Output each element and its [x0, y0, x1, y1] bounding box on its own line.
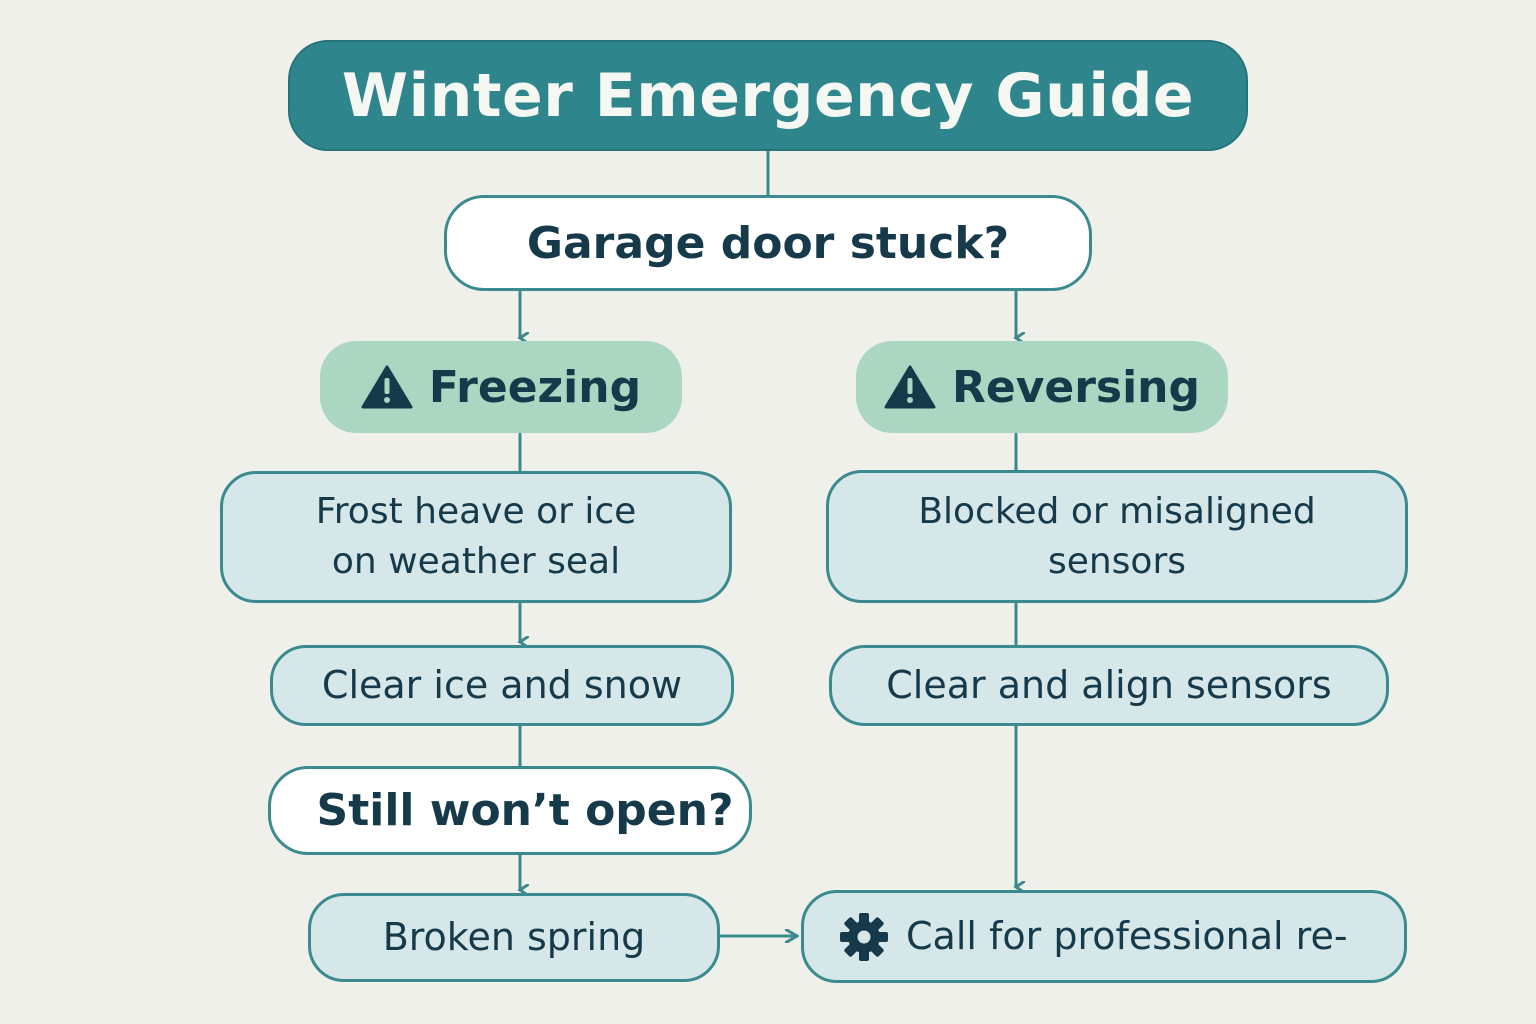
warning-icon — [361, 365, 413, 409]
branch-freezing: Freezing — [320, 341, 682, 433]
branch-freezing-label: Freezing — [428, 361, 642, 413]
cause-frost-line-2: on weather seal — [331, 541, 621, 582]
branch-reversing: Reversing — [856, 341, 1228, 433]
gear-icon — [840, 912, 888, 961]
branch-reversing-label: Reversing — [951, 361, 1201, 413]
cause-frost-line-1: Frost heave or ice — [315, 491, 637, 533]
action-clear-align-sensors: Clear and align sensors — [829, 645, 1389, 726]
cause-frost-heave: Frost heave or ice on weather seal — [220, 471, 732, 603]
action-clear-ice: Clear ice and snow — [270, 645, 734, 726]
warning-icon — [884, 365, 936, 409]
guide-title: Winter Emergency Guide — [288, 40, 1248, 151]
cause-blocked-line-2: sensors — [1047, 540, 1187, 582]
final-call-professional: Call for professional re- — [801, 890, 1407, 983]
cause-blocked-line-1: Blocked or misaligned — [918, 490, 1316, 532]
question-garage-door-stuck: Garage door stuck? — [444, 195, 1092, 291]
question-still-wont-open: Still won’t open? — [268, 766, 752, 855]
result-broken-spring: Broken spring — [308, 893, 720, 982]
cause-blocked-sensors: Blocked or misaligned sensors — [826, 470, 1408, 603]
final-call-label: Call for professional re- — [906, 914, 1348, 959]
